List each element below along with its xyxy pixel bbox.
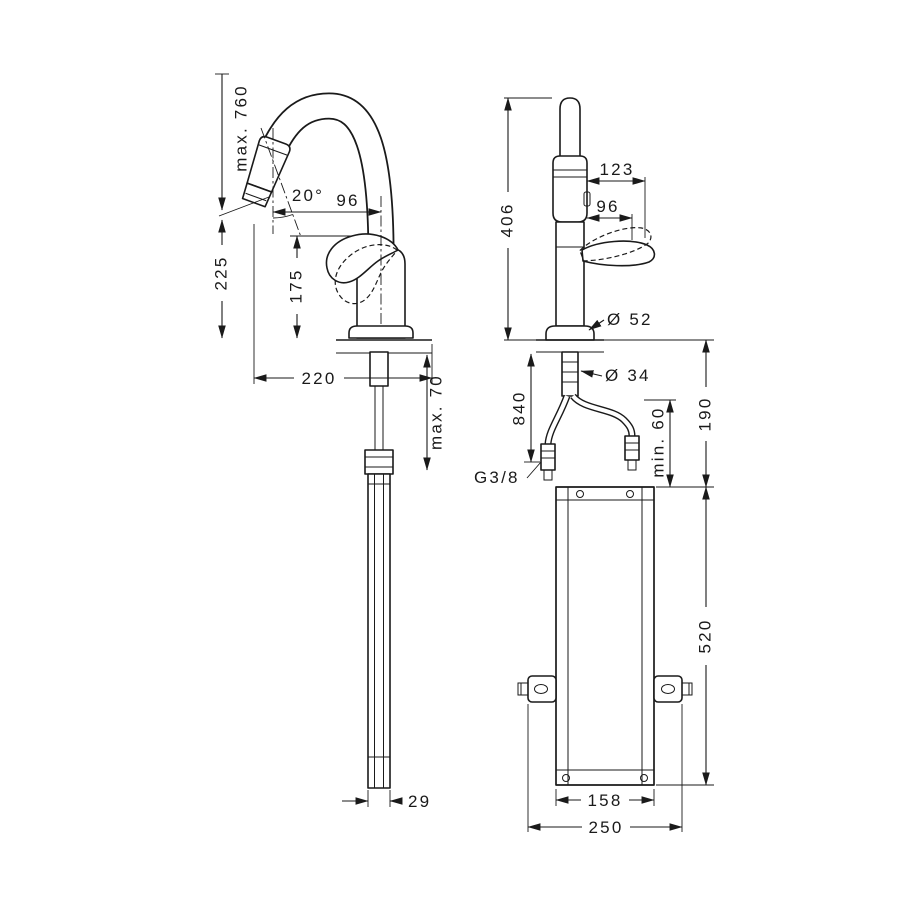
- leader-shank-diameter: [580, 370, 603, 378]
- pullout-hose-tube: [367, 473, 391, 789]
- dim-spray-length-label: 123: [600, 160, 635, 179]
- mount-bracket-right: [653, 675, 683, 703]
- dim-hose-length-label: 840: [509, 391, 528, 426]
- dim-outlet-height-label: 225: [211, 256, 230, 291]
- dim-reach-label: 220: [302, 369, 337, 388]
- handle-lever-side-alt-position: [579, 227, 652, 262]
- sbox-top-screw-left: [576, 490, 584, 498]
- right-view-faucet: 406 123 96 Ø 52 Ø 34 840 G3/8 min. 60 19…: [474, 97, 715, 837]
- dim-thread-label: G3/8: [474, 468, 520, 487]
- spray-head-side: [552, 155, 588, 223]
- dim-max-pullout-label: max. 760: [231, 84, 250, 172]
- dim-spout-height-label: 175: [286, 269, 305, 304]
- hose-connector-block: [364, 449, 394, 475]
- sbox-foot-screw-right: [640, 774, 648, 782]
- base-flange-side: [545, 325, 595, 341]
- left-view-faucet: max. 760 225 175 20° 96 220 max. 70 29: [211, 73, 445, 811]
- handle-lever-alt-position: [334, 244, 398, 305]
- dim-hose-diameter-label: 29: [408, 792, 431, 811]
- dim-spray-offset-label: 96: [336, 191, 359, 210]
- dim-handle-reach-label: 96: [596, 197, 619, 216]
- handle-lever-side: [581, 240, 656, 267]
- dim-box-width-label: 158: [588, 791, 623, 810]
- spout-curve-fill: [262, 94, 393, 255]
- threaded-shank: [561, 351, 579, 397]
- mount-bracket-left: [527, 675, 557, 703]
- hose-fitting-right: [624, 435, 640, 461]
- dim-shank-diameter-label: Ø 34: [605, 366, 651, 385]
- dim-install-width-label: 250: [589, 818, 624, 837]
- sbox-top-screw-right: [626, 490, 634, 498]
- dim-height-label: 406: [497, 203, 516, 238]
- dim-box-height-label: 520: [695, 619, 714, 654]
- outlet-reference-line: [218, 196, 270, 217]
- dim-clearance-label: min. 60: [648, 406, 667, 477]
- spout-pipe-side: [559, 97, 581, 167]
- faucet-body-side: [555, 221, 585, 327]
- hose-fitting-left: [540, 443, 556, 471]
- dim-deck-thickness-label: max. 70: [426, 374, 445, 450]
- dim-base-diameter-label: Ø 52: [607, 310, 653, 329]
- base-flange: [348, 325, 414, 339]
- dim-spray-angle-label: 20°: [292, 186, 324, 205]
- mounting-shank: [369, 351, 389, 387]
- dim-box-offset-label: 190: [695, 397, 714, 432]
- leader-base-diameter: [588, 319, 605, 331]
- angle-arc: [272, 214, 293, 219]
- sbox-foot-screw-left: [562, 774, 570, 782]
- sbox-body: [555, 486, 655, 786]
